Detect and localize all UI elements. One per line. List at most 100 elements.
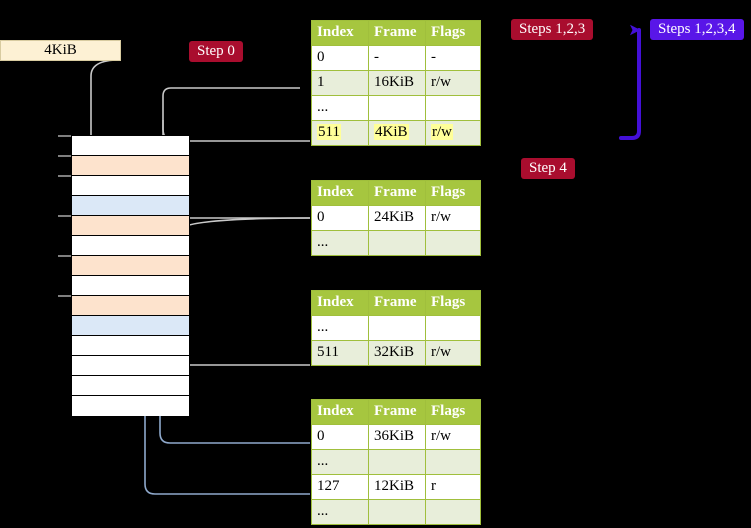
- cell-index: ...: [311, 315, 369, 341]
- pd-table: Index Frame Flags ... 511 32KiB r/w: [311, 290, 481, 366]
- memory-row: [72, 356, 189, 376]
- cell-index: 0: [311, 424, 369, 450]
- cell-index: 511: [311, 340, 369, 366]
- memory-row: [72, 336, 189, 356]
- physical-memory-column: [71, 135, 190, 416]
- cell-flags: r: [425, 474, 481, 500]
- memory-tick: [58, 135, 71, 137]
- column-header-frame: Frame: [368, 20, 426, 46]
- badge-step-0: Step 0: [189, 41, 243, 62]
- cell-frame: [368, 230, 426, 256]
- memory-row: [72, 316, 189, 336]
- column-header-flags: Flags: [425, 399, 481, 425]
- connector-pd-to-memory: [170, 313, 310, 366]
- memory-row: [72, 296, 189, 316]
- cell-index-text: 511: [317, 124, 341, 140]
- table-header-row: Index Frame Flags: [311, 20, 481, 46]
- cell-flags: -: [425, 45, 481, 71]
- cell-index: 127: [311, 474, 369, 500]
- column-header-index: Index: [311, 399, 369, 425]
- cell-frame: -: [368, 45, 426, 71]
- cell-index: 0: [311, 45, 369, 71]
- memory-row: [72, 156, 189, 176]
- column-header-index: Index: [311, 20, 369, 46]
- table-row[interactable]: ...: [311, 230, 481, 256]
- cell-index: ...: [311, 499, 369, 525]
- table-row[interactable]: ...: [311, 315, 481, 341]
- cell-frame: 24KiB: [368, 205, 426, 231]
- cell-frame: 4KiB: [368, 120, 426, 146]
- cell-flags: [425, 315, 481, 341]
- cell-flags: r/w: [425, 340, 481, 366]
- memory-tick: [58, 255, 71, 257]
- cell-frame: 32KiB: [368, 340, 426, 366]
- memory-row: [72, 136, 189, 156]
- pdpt-table: Index Frame Flags 0 24KiB r/w ...: [311, 180, 481, 256]
- cell-flags: [425, 499, 481, 525]
- cell-flags-text: r/w: [431, 124, 453, 140]
- memory-tick: [58, 155, 71, 157]
- column-header-index: Index: [311, 290, 369, 316]
- column-header-frame: Frame: [368, 290, 426, 316]
- connector-steps-return: [619, 24, 641, 140]
- table-row[interactable]: ...: [311, 95, 481, 121]
- cell-flags: r/w: [425, 120, 481, 146]
- connector-step0-route: [162, 87, 310, 142]
- table-header-row: Index Frame Flags: [311, 180, 481, 206]
- table-row[interactable]: 1 16KiB r/w: [311, 70, 481, 96]
- table-row-highlighted[interactable]: 511 4KiB r/w: [311, 120, 481, 146]
- badge-steps-123: Steps 1,2,3: [511, 19, 594, 40]
- cell-flags: [425, 449, 481, 475]
- table-row[interactable]: ...: [311, 449, 481, 475]
- cell-index: 0: [311, 205, 369, 231]
- memory-tick: [58, 215, 71, 217]
- column-header-flags: Flags: [425, 290, 481, 316]
- cell-frame: 36KiB: [368, 424, 426, 450]
- cell-flags: r/w: [425, 205, 481, 231]
- cell-frame: [368, 499, 426, 525]
- memory-row: [72, 236, 189, 256]
- table-row[interactable]: ...: [311, 499, 481, 525]
- cell-index: 511: [311, 120, 369, 146]
- memory-row: [72, 196, 189, 216]
- connector-pd-descend: [177, 217, 311, 255]
- cell-flags: r/w: [425, 424, 481, 450]
- memory-tick: [58, 295, 71, 297]
- cell-index: ...: [311, 95, 369, 121]
- memory-tick: [58, 175, 71, 177]
- badge-step-4: Step 4: [521, 158, 575, 179]
- cell-flags: r/w: [425, 70, 481, 96]
- table-row[interactable]: 511 32KiB r/w: [311, 340, 481, 366]
- cell-flags: [425, 95, 481, 121]
- table-row[interactable]: 127 12KiB r: [311, 474, 481, 500]
- cell-frame: [368, 315, 426, 341]
- table-header-row: Index Frame Flags: [311, 399, 481, 425]
- cell-flags: [425, 230, 481, 256]
- cell-frame: [368, 95, 426, 121]
- cell-index: ...: [311, 449, 369, 475]
- cell-frame: [368, 449, 426, 475]
- badge-steps-1234: Steps 1,2,3,4: [650, 19, 744, 40]
- cell-frame: 16KiB: [368, 70, 426, 96]
- column-header-frame: Frame: [368, 180, 426, 206]
- pt-table: Index Frame Flags 0 36KiB r/w ... 127 12…: [311, 399, 481, 525]
- table-row[interactable]: 0 24KiB r/w: [311, 205, 481, 231]
- cell-frame: 12KiB: [368, 474, 426, 500]
- memory-row: [72, 276, 189, 296]
- table-header-row: Index Frame Flags: [311, 290, 481, 316]
- cell-index: 1: [311, 70, 369, 96]
- memory-row: [72, 176, 189, 196]
- pml4-table: Index Frame Flags 0 - - 1 16KiB r/w ... …: [311, 20, 481, 146]
- column-header-frame: Frame: [368, 399, 426, 425]
- table-row[interactable]: 0 36KiB r/w: [311, 424, 481, 450]
- column-header-flags: Flags: [425, 180, 481, 206]
- table-row[interactable]: 0 - -: [311, 45, 481, 71]
- cell-frame-text: 4KiB: [374, 124, 409, 140]
- memory-row: [72, 376, 189, 396]
- column-header-flags: Flags: [425, 20, 481, 46]
- column-header-index: Index: [311, 180, 369, 206]
- memory-row: [72, 396, 189, 416]
- cell-index: ...: [311, 230, 369, 256]
- memory-row: [72, 216, 189, 236]
